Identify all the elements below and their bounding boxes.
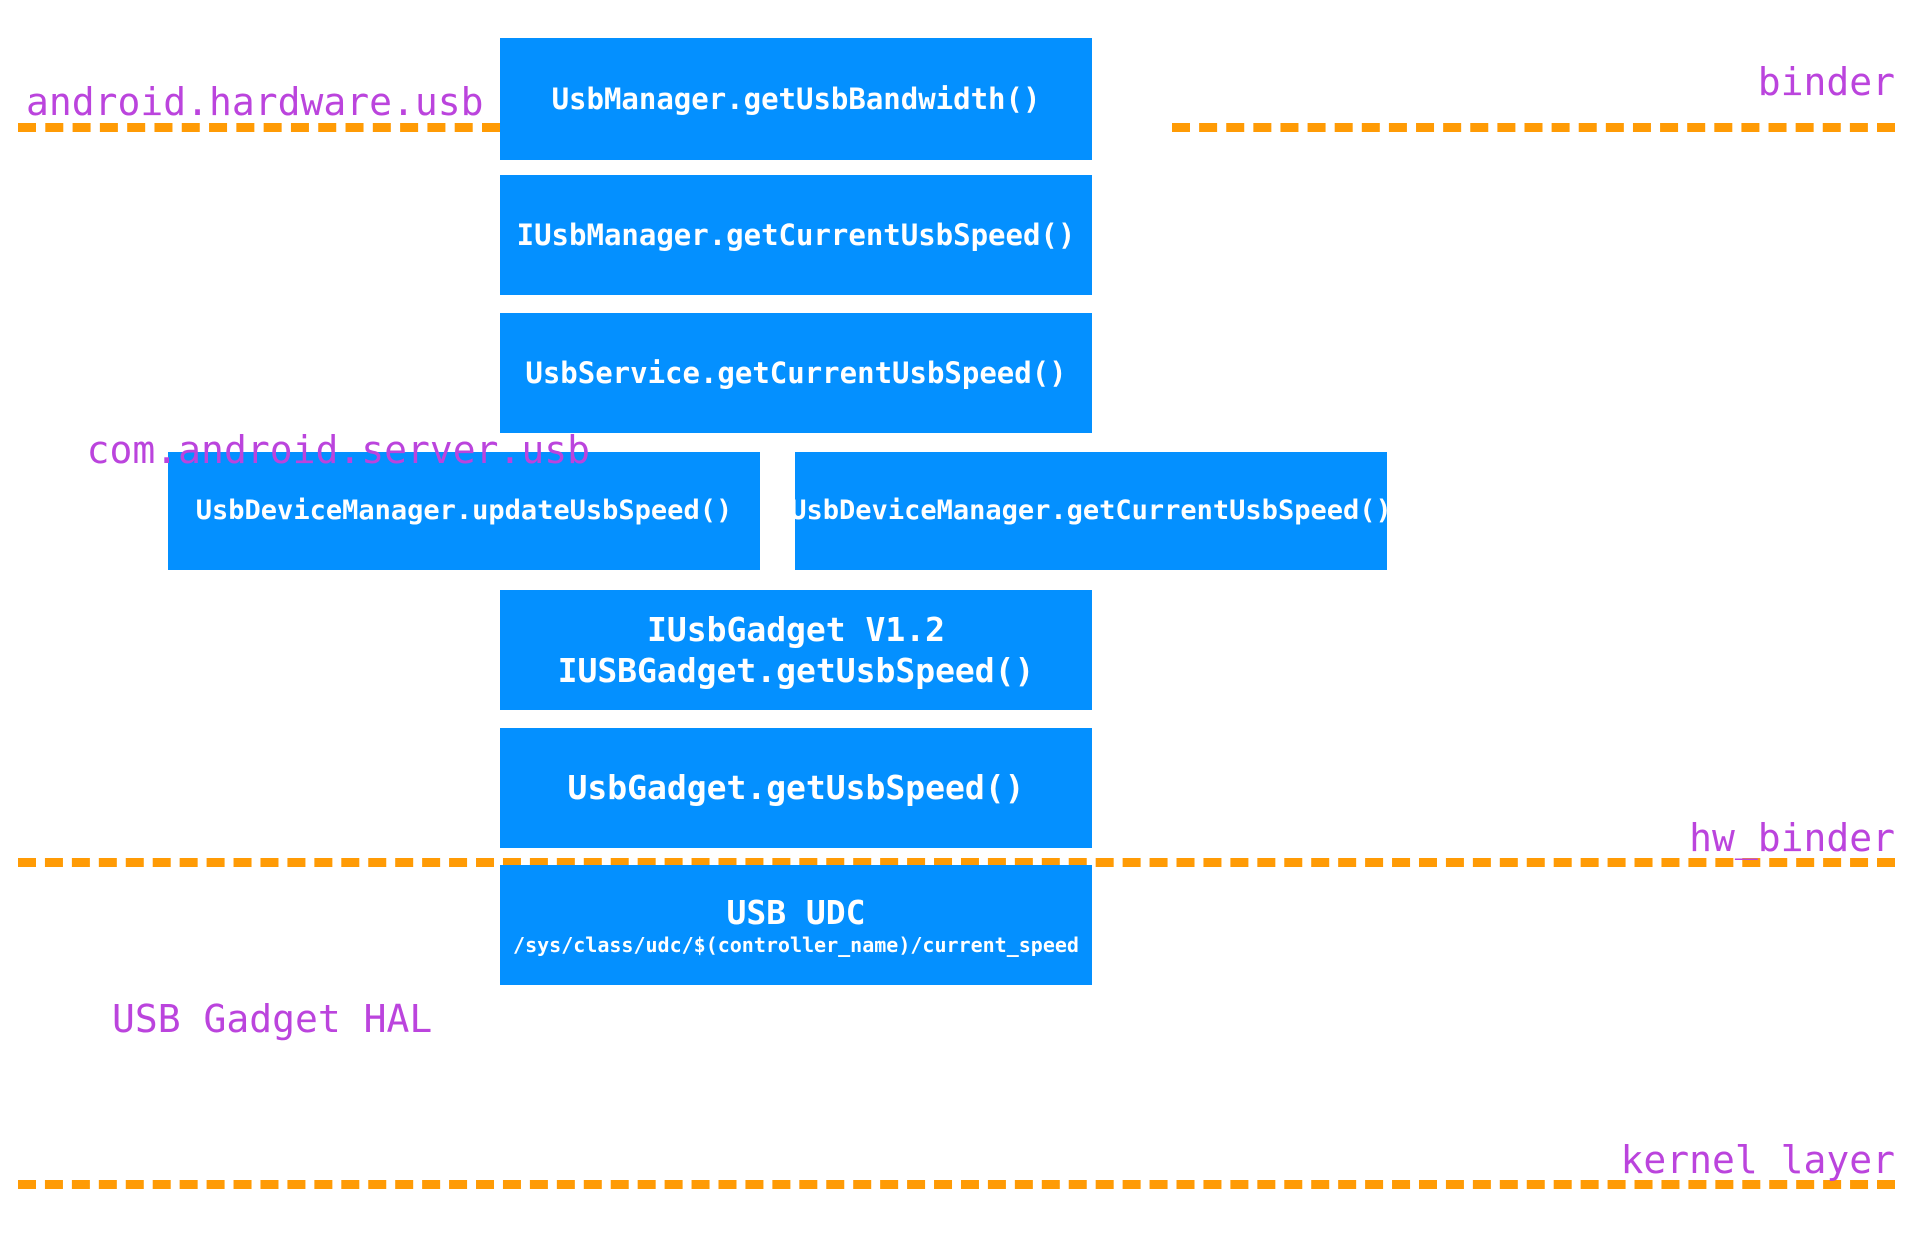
node-usbdevicemanager-updateusbspeed[interactable]: UsbDeviceManager.updateUsbSpeed() [168, 452, 760, 570]
node-usbgadget-getusbspeed[interactable]: UsbGadget.getUsbSpeed() [500, 728, 1092, 848]
node-usbmanager-getusbbandwidth[interactable]: UsbManager.getUsbBandwidth() [500, 38, 1092, 160]
layer-label-hw-binder: hw_binder [1689, 816, 1895, 860]
layer-label-binder: binder [1757, 60, 1895, 104]
layer-label-kernel-layer: kernel layer [1620, 1138, 1895, 1182]
node-iusbmanager-getcurrentusbspeed[interactable]: IUsbManager.getCurrentUsbSpeed() [500, 175, 1092, 295]
node-iusbgadget-v12[interactable]: IUsbGadget V1.2 IUSBGadget.getUsbSpeed() [500, 590, 1092, 710]
node-label-line1: USB UDC [726, 892, 866, 932]
node-label: UsbDeviceManager.updateUsbSpeed() [195, 495, 733, 527]
node-label-line1: IUsbGadget V1.2 [646, 609, 945, 649]
layer-label-com-android-server-usb: com.android.server.usb [86, 428, 590, 472]
node-label-line2: /sys/class/udc/$(controller_name)/curren… [513, 933, 1079, 958]
layer-label-usb-gadget-hal: USB Gadget HAL [112, 997, 433, 1041]
binder-divider-right [1172, 123, 1895, 132]
node-label: UsbGadget.getUsbSpeed() [567, 768, 1025, 808]
node-usb-udc[interactable]: USB UDC /sys/class/udc/$(controller_name… [500, 865, 1092, 985]
node-label: IUsbManager.getCurrentUsbSpeed() [516, 217, 1076, 252]
layer-label-android-hardware-usb: android.hardware.usb [26, 80, 484, 124]
node-usbservice-getcurrentusbspeed[interactable]: UsbService.getCurrentUsbSpeed() [500, 313, 1092, 433]
kernel-layer-divider [18, 1180, 1895, 1189]
node-label: UsbDeviceManager.getCurrentUsbSpeed() [790, 495, 1392, 527]
node-usbdevicemanager-getcurrentusbspeed[interactable]: UsbDeviceManager.getCurrentUsbSpeed() [790, 452, 1392, 570]
node-label: UsbManager.getUsbBandwidth() [551, 81, 1041, 116]
hw-binder-divider [18, 858, 1895, 867]
node-label-line2: IUSBGadget.getUsbSpeed() [557, 651, 1035, 690]
node-label: UsbService.getCurrentUsbSpeed() [525, 355, 1067, 390]
binder-divider-left [18, 123, 500, 132]
